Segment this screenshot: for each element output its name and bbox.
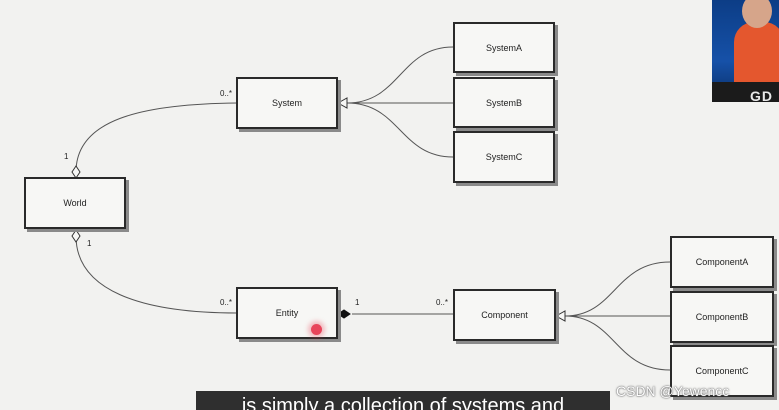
multiplicity-world-system-system: 0..* <box>220 89 233 98</box>
aggregation-diamond-bottom <box>71 229 81 243</box>
multiplicity-world-entity-world: 1 <box>87 239 92 248</box>
multiplicity-world-system-world: 1 <box>64 152 69 161</box>
multiplicity-world-entity-entity: 0..* <box>220 298 233 307</box>
generalization-arrow-component <box>554 310 566 322</box>
systemb-label: SystemB <box>485 97 522 108</box>
presenter-shirt <box>734 22 779 92</box>
componentc-box: ComponentC <box>670 345 774 397</box>
system-box: System <box>236 77 338 129</box>
multiplicity-entity-component-entity: 1 <box>355 298 360 307</box>
systemc-box: SystemC <box>453 131 555 183</box>
generalization-arrow-system <box>336 97 348 109</box>
world-system-association <box>75 102 238 173</box>
componenta-label: ComponentA <box>695 257 749 267</box>
component-box: Component <box>453 289 556 341</box>
componentb-label: ComponentB <box>695 312 749 322</box>
componentc-generalization <box>564 315 671 371</box>
world-label: World <box>63 198 87 208</box>
subtitle-caption: is simply a collection of systems and <box>196 391 610 410</box>
component-label: Component <box>481 310 528 320</box>
pointer-cursor-icon <box>311 324 322 335</box>
world-box: World <box>24 177 126 229</box>
systemc-label: SystemC <box>485 152 523 162</box>
componentc-label: ComponentC <box>695 366 749 376</box>
presenter-podium <box>712 82 779 102</box>
systemc-generalization <box>346 102 454 158</box>
componentb-box: ComponentB <box>670 291 774 343</box>
componenta-box: ComponentA <box>670 236 774 288</box>
systema-generalization <box>346 46 454 104</box>
systema-label: SystemA <box>485 42 522 53</box>
presenter-video: GD <box>712 0 779 102</box>
presenter-head <box>742 0 772 28</box>
entity-box: Entity <box>236 287 338 339</box>
systema-box: SystemA <box>453 22 555 73</box>
composition-diamond <box>337 309 351 319</box>
system-label: System <box>271 98 302 108</box>
entity-label: Entity <box>275 308 299 318</box>
presenter-logo: GD <box>750 88 773 102</box>
watermark: CSDN @Yewencc <box>616 383 730 399</box>
world-entity-association <box>75 235 238 314</box>
componenta-generalization <box>564 261 671 317</box>
systemb-box: SystemB <box>453 77 555 128</box>
multiplicity-entity-component-component: 0..* <box>436 298 449 307</box>
